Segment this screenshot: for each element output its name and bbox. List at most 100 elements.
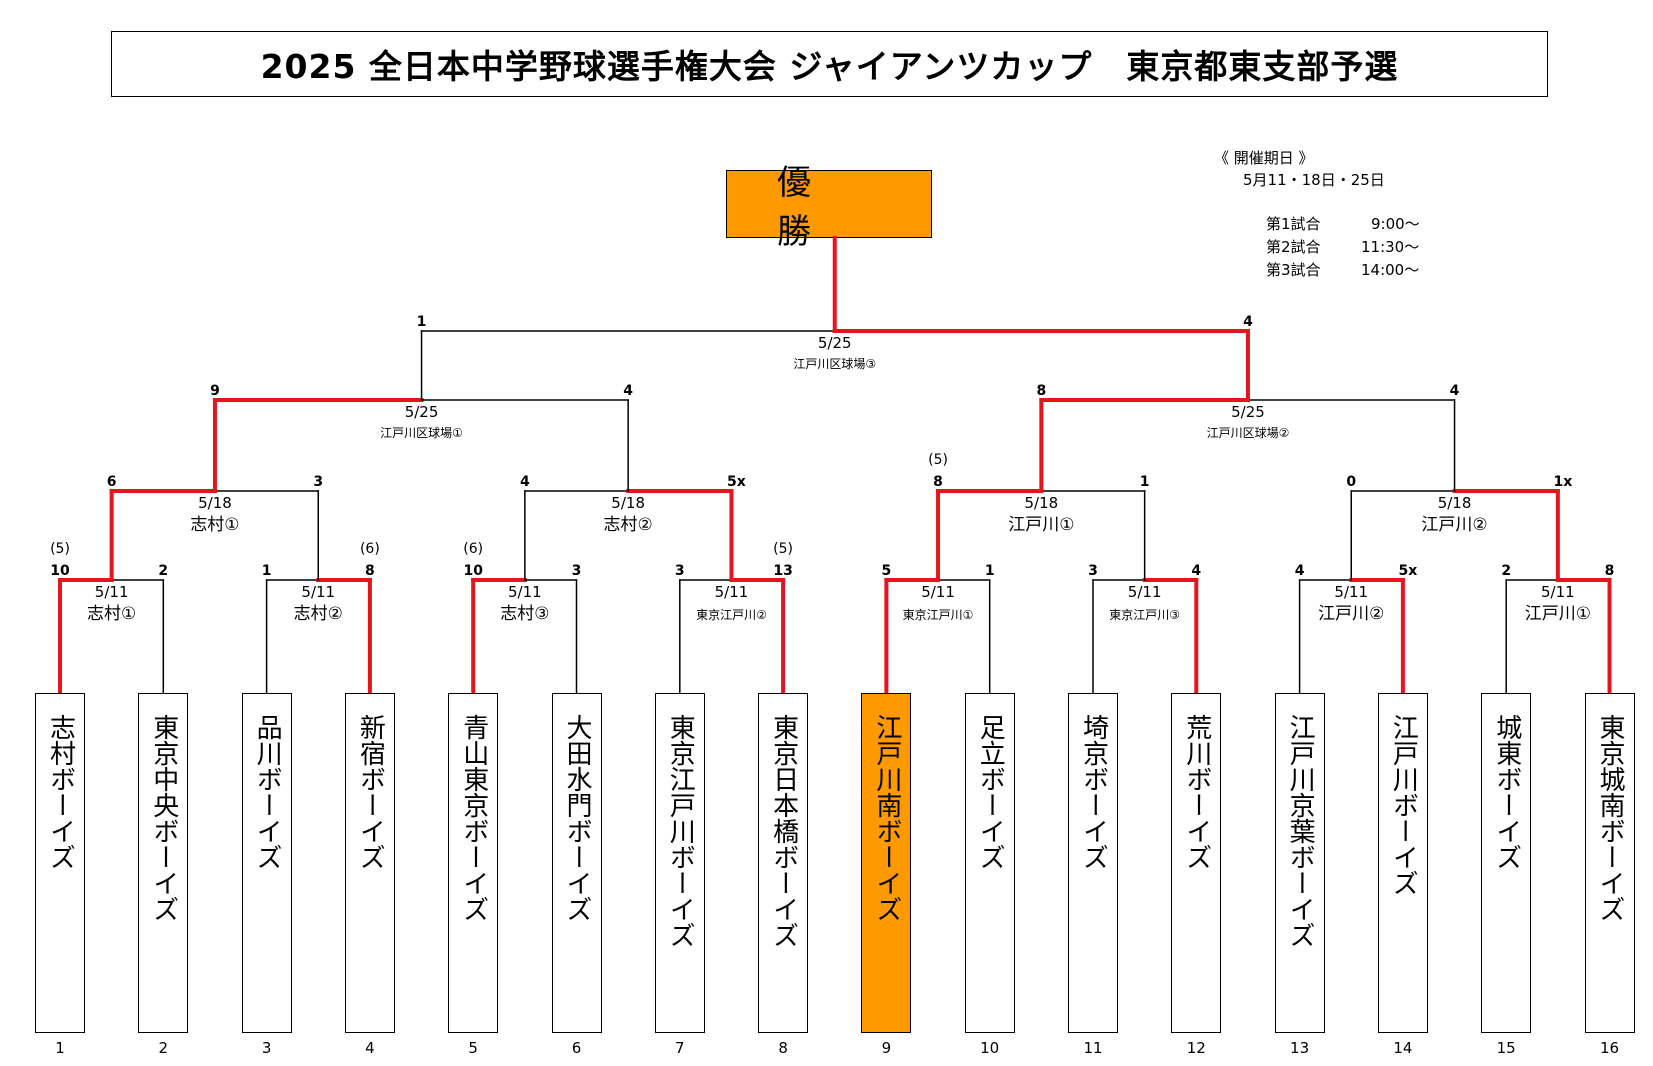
team-number: 12 (1186, 1039, 1206, 1057)
team-name: 東京日本橋ボーイズ (768, 714, 799, 948)
champion-label: 優勝 (777, 163, 861, 252)
round3-venue: 江戸川区球場② (1207, 426, 1290, 440)
team-name: 品川ボーイズ (252, 714, 283, 870)
round1-date: 5/11 (715, 583, 749, 601)
round3-right-score: 4 (623, 383, 633, 399)
team-name: 東京中央ボーイズ (148, 714, 179, 922)
tournament-title-box: 2025 全日本中学野球選手権大会 ジャイアンツカップ 東京都東支部予選 (111, 31, 1548, 97)
team-name: 足立ボーイズ (975, 714, 1006, 870)
game-1-time: 9:00～ (1371, 215, 1420, 233)
round1-left-score: 3 (675, 563, 685, 579)
round1-venue: 東京江戸川③ (1109, 608, 1180, 622)
round2-left-score: 8 (933, 474, 943, 490)
round2-right-score: 1x (1553, 474, 1572, 490)
team-number: 1 (55, 1039, 65, 1057)
round1-right-score: 3 (572, 563, 582, 579)
round1-right-score: 2 (158, 563, 168, 579)
round2-venue: 江戸川② (1421, 515, 1487, 535)
team-name: 青山東京ボーイズ (458, 714, 489, 922)
team-box: 東京江戸川ボーイズ (654, 693, 705, 1033)
round1-left-score: 1 (262, 563, 272, 579)
round1-venue: 志村② (294, 604, 343, 624)
final-left-score: 1 (417, 314, 427, 330)
round1-left-score: 5 (882, 563, 892, 579)
round2-date: 5/18 (611, 494, 645, 512)
round2-venue: 江戸川① (1008, 515, 1074, 535)
round1-venue: 東京江戸川① (903, 608, 974, 622)
round1-right-score: 8 (365, 563, 375, 579)
team-box: 志村ボーイズ (35, 693, 85, 1033)
team-number: 4 (365, 1039, 375, 1057)
round1-left-score: 10 (463, 563, 483, 579)
game-3-time: 14:00～ (1361, 261, 1420, 279)
team-name: 新宿ボーイズ (355, 714, 386, 870)
round1-right-innings-note: (5) (773, 541, 793, 557)
round1-left-score: 3 (1088, 563, 1098, 579)
round2-right-score: 1 (1140, 474, 1150, 490)
round1-right-score: 4 (1191, 563, 1201, 579)
round1-date: 5/11 (921, 583, 955, 601)
round3-date: 5/25 (1231, 403, 1265, 421)
round1-venue: 志村① (87, 604, 136, 624)
round1-left-score: 10 (50, 563, 70, 579)
team-name: 江戸川南ボーイズ (871, 714, 902, 922)
team-name: 城東ボーイズ (1491, 714, 1522, 870)
final-venue: 江戸川区球場③ (793, 357, 876, 371)
round1-venue: 江戸川② (1318, 604, 1384, 624)
schedule-dates: 5月11・18日・25日 (1243, 171, 1385, 189)
final-right-score: 4 (1243, 314, 1253, 330)
team-name: 東京城南ボーイズ (1595, 714, 1625, 922)
team-name: 志村ボーイズ (45, 714, 76, 870)
team-name: 大田水門ボーイズ (562, 714, 592, 922)
round2-left-score: 6 (107, 474, 117, 490)
round1-left-innings-note: (6) (463, 541, 483, 557)
schedule-header: 《 開催期日 》 (1214, 149, 1314, 167)
team-name: 江戸川京葉ボーイズ (1285, 714, 1316, 948)
team-number: 11 (1083, 1039, 1103, 1057)
round2-left-score: 4 (520, 474, 530, 490)
round1-venue: 江戸川① (1525, 604, 1591, 624)
round1-date: 5/11 (95, 583, 129, 601)
round1-right-score: 13 (773, 563, 792, 579)
round1-date: 5/11 (1541, 583, 1575, 601)
round2-right-score: 3 (313, 474, 323, 490)
team-box: 品川ボーイズ (241, 693, 292, 1033)
team-box: 東京日本橋ボーイズ (758, 693, 809, 1033)
team-name: 荒川ボーイズ (1181, 714, 1212, 870)
round1-right-score: 8 (1605, 563, 1615, 579)
round1-right-score: 5x (1399, 563, 1418, 579)
round1-left-innings-note: (5) (50, 541, 70, 557)
team-number: 5 (468, 1039, 478, 1057)
team-number: 3 (261, 1039, 272, 1057)
team-number: 6 (571, 1039, 582, 1057)
team-number: 16 (1599, 1039, 1620, 1057)
round2-date: 5/18 (1438, 494, 1472, 512)
team-box: 埼京ボーイズ (1068, 693, 1118, 1033)
round2-venue: 志村① (190, 515, 239, 535)
team-box: 新宿ボーイズ (344, 693, 395, 1033)
round3-left-score: 9 (210, 383, 220, 399)
team-number: 10 (980, 1039, 1000, 1057)
round1-left-score: 4 (1295, 563, 1305, 579)
round1-date: 5/11 (508, 583, 542, 601)
round1-left-score: 2 (1501, 563, 1511, 579)
team-box: 城東ボーイズ (1481, 693, 1532, 1033)
team-number: 13 (1290, 1039, 1310, 1057)
round3-left-score: 8 (1036, 383, 1046, 399)
round1-venue: 東京江戸川② (696, 608, 767, 622)
team-number: 9 (881, 1039, 892, 1057)
round1-right-score: 1 (985, 563, 995, 579)
round1-date: 5/11 (1334, 583, 1368, 601)
team-name: 東京江戸川ボーイズ (665, 714, 696, 948)
final-date: 5/25 (818, 334, 852, 352)
team-box: 東京城南ボーイズ (1584, 693, 1635, 1033)
team-name: 江戸川ボーイズ (1388, 714, 1419, 896)
round2-date: 5/18 (1025, 494, 1059, 512)
round3-date: 5/25 (405, 403, 439, 421)
team-box: 東京中央ボーイズ (138, 693, 189, 1033)
team-box: 荒川ボーイズ (1171, 693, 1222, 1033)
round2-date: 5/18 (198, 494, 232, 512)
game-2-time: 11:30～ (1361, 238, 1420, 256)
round2-right-score: 5x (727, 474, 746, 490)
